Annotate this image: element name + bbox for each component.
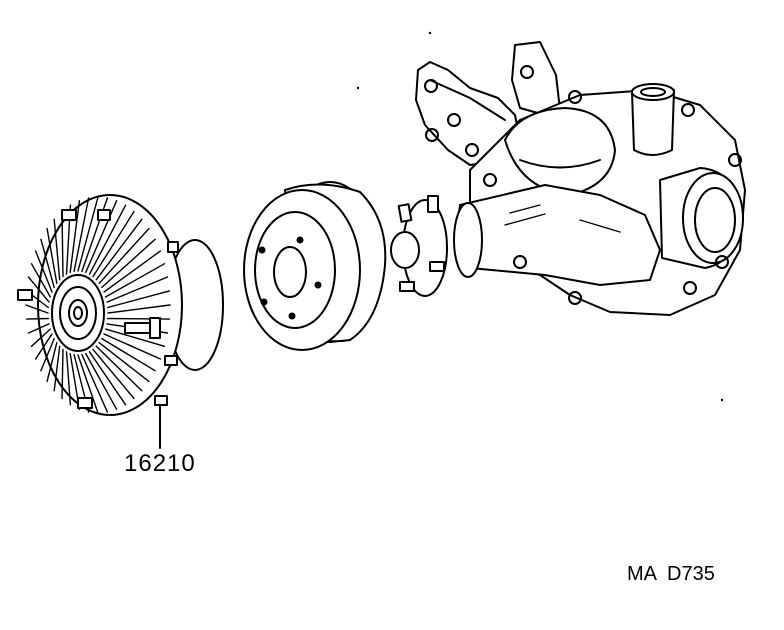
fin-line [34, 333, 53, 360]
fin-line [53, 345, 61, 392]
fin-line [30, 263, 51, 298]
fin-line [65, 351, 72, 406]
fin-line [103, 333, 162, 360]
fin-line [85, 352, 118, 410]
fin-line [101, 238, 156, 289]
fin-line [88, 204, 127, 275]
fin-line [106, 276, 169, 303]
fin-line [61, 210, 64, 278]
fin-line [27, 323, 50, 334]
fin-line [107, 304, 171, 314]
fin-line [73, 197, 90, 273]
fin-line [95, 345, 143, 392]
diagram-code-label: MA D735 [627, 563, 715, 585]
fin-line [92, 348, 135, 400]
fin-line [46, 342, 58, 383]
fin-line [101, 337, 156, 372]
fin-line [98, 227, 150, 284]
fin-line [104, 328, 166, 347]
fin-line [77, 196, 99, 272]
fin-line [77, 354, 99, 414]
fin-line [40, 238, 55, 289]
fin-line [30, 328, 51, 347]
fin-line [25, 317, 49, 320]
fin-line [104, 263, 166, 298]
fin-line [53, 218, 61, 281]
fin-line [40, 337, 55, 372]
fan-pulley [243, 181, 387, 351]
fin-line [88, 351, 127, 406]
fin-line [61, 348, 64, 400]
fin-line [95, 218, 143, 281]
fin-line [27, 276, 50, 303]
fin-line [103, 250, 162, 293]
fan-clutch-16210 [17, 194, 224, 416]
fin-line [106, 290, 171, 309]
fin-line [46, 227, 58, 284]
fin-line [85, 199, 118, 274]
fin-line [92, 210, 135, 278]
water-pump-housing [390, 41, 746, 316]
fin-line [25, 304, 49, 314]
fin-line [34, 250, 53, 293]
clutch-cooling-fins [25, 196, 171, 414]
fin-line [98, 342, 150, 383]
fin-line [69, 199, 81, 274]
part-number-label: 16210 [124, 450, 196, 477]
fin-line [81, 353, 109, 413]
